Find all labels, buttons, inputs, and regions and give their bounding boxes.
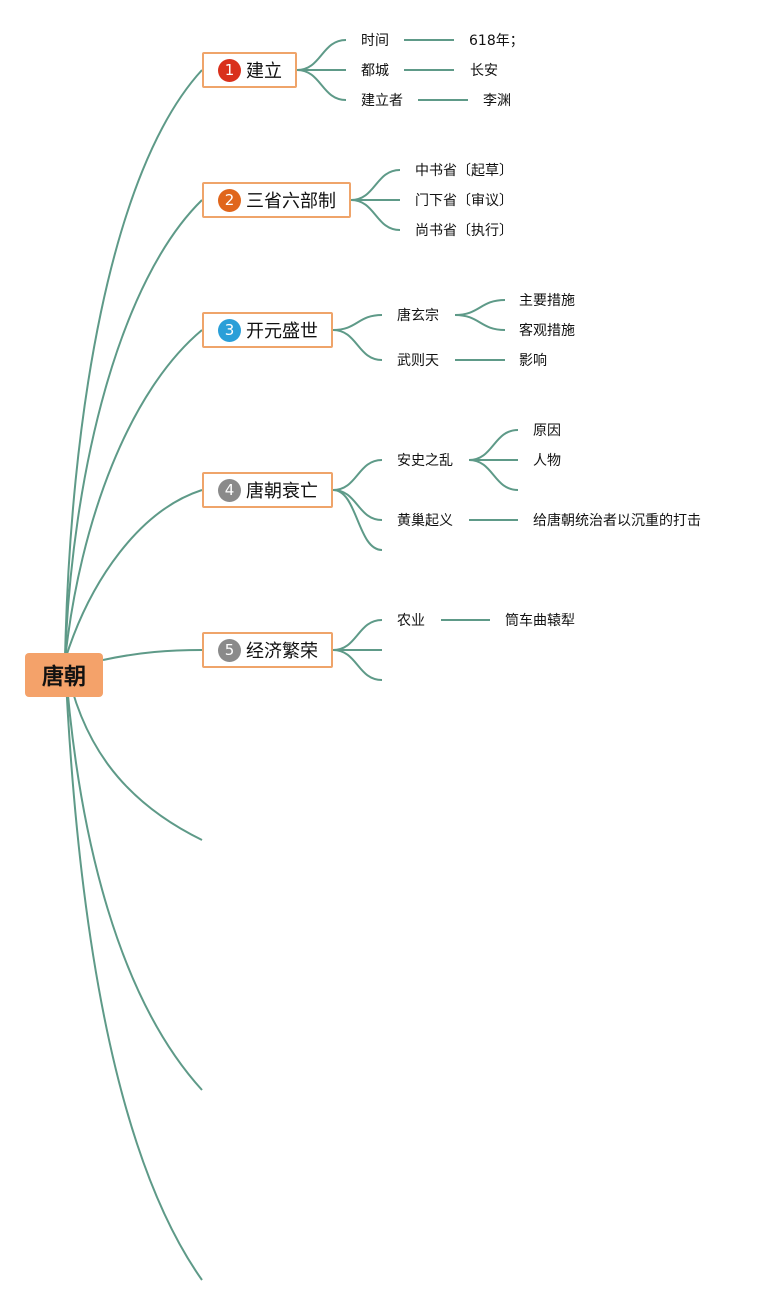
leaf-618[interactable]: 618年； — [469, 33, 524, 49]
branch-label: 经济繁荣 — [246, 641, 318, 662]
kaiyuan-fan-0 — [332, 314, 383, 331]
leaf-anshi-zhiluan[interactable]: 安史之乱 — [397, 453, 453, 469]
shuaiwang-fan-2 — [332, 489, 383, 551]
leaf-jianlizhe[interactable]: 建立者 — [361, 93, 403, 109]
leaf-zhuyao-cuoshi[interactable]: 主要措施 — [519, 293, 575, 309]
leaf-tangxuanzong[interactable]: 唐玄宗 — [397, 308, 439, 324]
trunk-4 — [64, 489, 203, 661]
leaf-yuanyin[interactable]: 原因 — [533, 423, 561, 439]
branch-jingji-fanrong[interactable]: 5 经济繁荣 — [202, 632, 333, 668]
branch-kaiyuan-shengshi[interactable]: 3 开元盛世 — [202, 312, 333, 348]
number-badge-5: 5 — [218, 638, 241, 662]
number-badge-2: 2 — [218, 188, 241, 212]
branch-label: 唐朝衰亡 — [246, 481, 318, 502]
leaf-zhongshusheng[interactable]: 中书省〔起草〕 — [415, 163, 513, 179]
trunk-3 — [64, 329, 203, 661]
leaf-renwu[interactable]: 人物 — [533, 453, 561, 469]
leaf-ducheng[interactable]: 都城 — [361, 63, 389, 79]
number-badge-3: 3 — [218, 318, 241, 342]
jingji-fan-0 — [332, 619, 383, 651]
leaf-nongye[interactable]: 农业 — [397, 613, 425, 629]
leaf-keguan-cuoshi[interactable]: 客观措施 — [519, 323, 575, 339]
number-badge-1: 1 — [218, 58, 241, 82]
root-label: 唐朝 — [41, 665, 86, 690]
leaf-changan[interactable]: 长安 — [470, 63, 498, 79]
trunk-5 — [102, 649, 203, 661]
branch-label: 开元盛世 — [246, 321, 318, 342]
shuaiwang-fan-0 — [332, 459, 383, 491]
leaf-wuzetian[interactable]: 武则天 — [397, 353, 439, 369]
kaiyuan-fan-1 — [332, 329, 383, 361]
leaf-tongche-quyuanli[interactable]: 筒车曲辕犁 — [505, 613, 575, 629]
anshi-fan-2 — [468, 459, 519, 491]
jianli-fan-2 — [296, 69, 347, 101]
branch-jianli[interactable]: 1 建立 — [202, 52, 297, 88]
trunk-stub-8 — [64, 659, 203, 1281]
trunk-2 — [64, 199, 203, 661]
jingji-fan-2 — [332, 649, 383, 681]
shuaiwang-fan-1 — [332, 489, 383, 521]
trunk-1 — [64, 69, 203, 661]
leaf-menxiasheng[interactable]: 门下省〔审议〕 — [415, 193, 513, 209]
xuanzong-fan-0 — [454, 299, 506, 316]
anshi-fan-0 — [468, 429, 519, 461]
branch-label: 三省六部制 — [246, 191, 336, 212]
branch-sansheng-liubu[interactable]: 2 三省六部制 — [202, 182, 351, 218]
branch-label: 建立 — [246, 61, 282, 82]
leaf-shangshusheng[interactable]: 尚书省〔执行〕 — [415, 223, 513, 239]
leaf-huangchao-qiyi[interactable]: 黄巢起义 — [397, 513, 453, 529]
sansheng-fan-2 — [350, 199, 401, 231]
number-badge-4: 4 — [218, 478, 241, 502]
jianli-fan-0 — [296, 39, 347, 71]
xuanzong-fan-1 — [454, 314, 506, 331]
leaf-shijian[interactable]: 时间 — [361, 33, 389, 49]
sansheng-fan-0 — [350, 169, 401, 201]
trunk-stub-7 — [64, 659, 203, 1091]
leaf-yingxiang[interactable]: 影响 — [519, 353, 547, 369]
root-node[interactable]: 唐朝 — [25, 653, 103, 697]
leaf-huangchao-yingxiang[interactable]: 给唐朝统治者以沉重的打击 — [533, 513, 701, 529]
branch-tangchao-shuaiwang[interactable]: 4 唐朝衰亡 — [202, 472, 333, 508]
leaf-liyuan[interactable]: 李渊 — [483, 93, 511, 109]
